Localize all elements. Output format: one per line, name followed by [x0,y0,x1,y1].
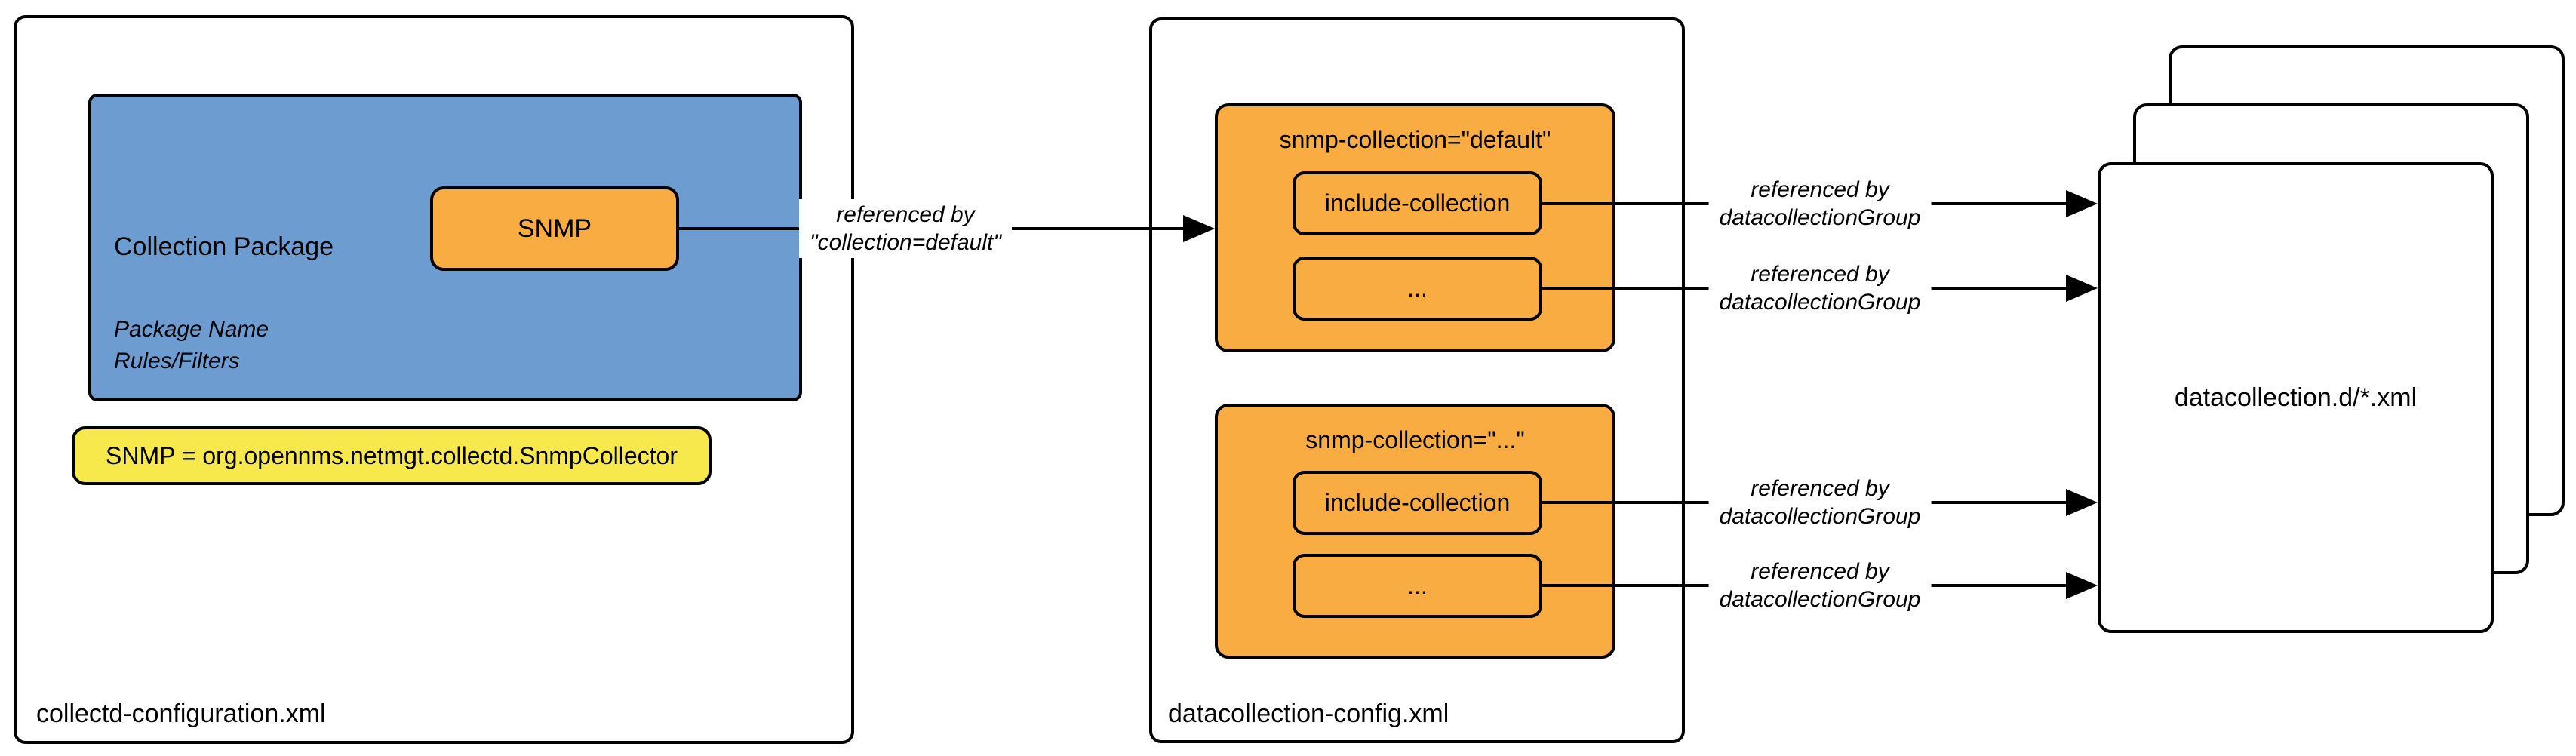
package-details: Package Name Rules/Filters [114,314,269,377]
collectd-configuration-file-label: collectd-configuration.xml [36,699,326,728]
include-collection-box-1: include-collection [1293,171,1542,235]
arrow-label-line1: referenced by [1751,559,1889,584]
include-collection-box-2: include-collection [1293,471,1542,535]
rules-filters-label: Rules/Filters [114,349,240,373]
collection-package-title: Collection Package [114,232,334,261]
doc-page-front: datacollection.d/*.xml [2098,162,2494,633]
arrow-label-line1: referenced by [1751,262,1889,287]
arrow-label-line1: referenced by [1751,476,1889,501]
collectd-configuration-box: Collection Package Package Name Rules/Fi… [14,15,854,744]
arrowhead-ellipsis2-to-docs [2066,572,2098,599]
arrow-label-line1: referenced by [1751,177,1889,202]
arrow-label-datacollection-group-2: referenced by datacollectionGroup [1708,259,1932,318]
arrow-label-collection-default: referenced by "collection=default" [799,199,1012,258]
arrow-label-line2: datacollectionGroup [1719,205,1921,230]
arrowhead-ellipsis1-to-docs [2066,275,2098,302]
arrow-label-datacollection-group-1: referenced by datacollectionGroup [1708,174,1932,233]
arrow-label-datacollection-group-4: referenced by datacollectionGroup [1708,556,1932,615]
snmp-service-box: SNMP [430,186,679,271]
snmp-collection-default-title: snmp-collection="default" [1279,126,1551,153]
arrow-label-line2: datacollectionGroup [1719,290,1921,315]
ellipsis-box-2: ... [1293,554,1542,618]
arrow-label-line2: "collection=default" [810,230,1001,255]
snmp-collection-other-title: snmp-collection="..." [1305,426,1525,453]
arrowhead-include2-to-docs [2066,489,2098,516]
arrow-label-datacollection-group-3: referenced by datacollectionGroup [1708,473,1932,532]
arrow-label-line2: datacollectionGroup [1719,587,1921,612]
collection-package-box: Collection Package Package Name Rules/Fi… [88,94,802,401]
arrow-label-line1: referenced by [836,202,975,227]
ellipsis-box-1: ... [1293,257,1542,321]
package-name-label: Package Name [114,317,269,342]
datacollection-config-file-label: datacollection-config.xml [1168,699,1449,728]
arrowhead-snmp-to-default [1183,215,1215,242]
arrow-label-line2: datacollectionGroup [1719,504,1921,529]
snmp-collector-mapping-box: SNMP = org.opennms.netmgt.collectd.SnmpC… [72,426,712,485]
arrowhead-include1-to-docs [2066,190,2098,217]
